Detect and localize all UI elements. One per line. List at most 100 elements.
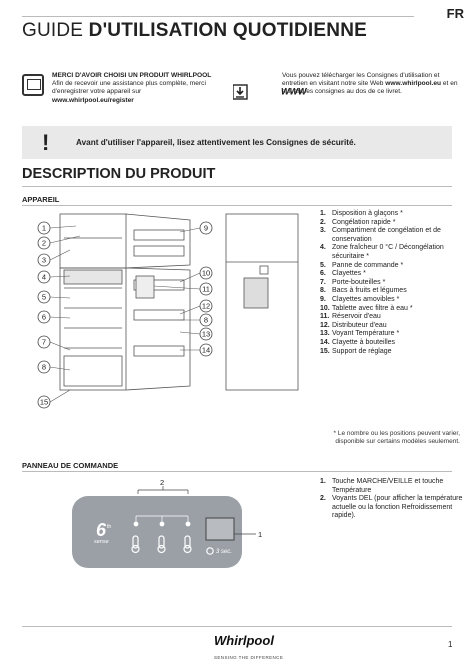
- callout-8-left: 8: [37, 360, 51, 374]
- svg-text:15: 15: [40, 398, 48, 407]
- svg-text:8: 8: [42, 363, 46, 372]
- item-number: 7.: [320, 278, 326, 286]
- control-panel-illustration: 6 th sense 3 sec. 2 1: [72, 478, 262, 568]
- appliance-rule: [22, 205, 452, 206]
- panel-callout-2: 2: [160, 478, 164, 487]
- list-item: 9. Clayettes amovibles *: [320, 296, 470, 305]
- item-number: 10.: [320, 304, 330, 312]
- sixth-sense-word: sense: [94, 539, 109, 545]
- footer-rule: [22, 626, 452, 627]
- item-label: Bacs à fruits et légumes: [332, 287, 407, 295]
- item-label: Clayettes *: [332, 270, 366, 278]
- svg-text:1: 1: [42, 224, 46, 233]
- item-number: 15.: [320, 347, 330, 355]
- callout-15: 15: [37, 395, 51, 409]
- item-number: 11.: [320, 313, 330, 321]
- item-label: Support de réglage: [332, 347, 392, 355]
- item-number: 13.: [320, 330, 330, 338]
- item-label: Voyants DEL (pour afficher la températur…: [332, 495, 463, 520]
- sixth-sense-suffix: th: [107, 524, 111, 530]
- item-label: Panne de commande *: [332, 261, 404, 269]
- callout-5: 5: [37, 290, 51, 304]
- title-bold: D'UTILISATION QUOTIDIENNE: [88, 20, 367, 41]
- download-www-icon: WWW: [232, 84, 306, 100]
- download-link[interactable]: www.whirlpool.eu: [385, 80, 442, 88]
- item-number: 14.: [320, 338, 330, 346]
- callout-1: 1: [37, 221, 51, 235]
- control-panel-rule: [22, 471, 452, 472]
- item-number: 2.: [320, 218, 326, 226]
- item-label: Clayettes amovibles *: [332, 295, 400, 303]
- footnote: * Le nombre ou les positions peuvent var…: [333, 430, 460, 445]
- panel-callout-1: 1: [258, 530, 262, 539]
- svg-text:13: 13: [202, 330, 210, 339]
- item-number: 1.: [320, 478, 326, 485]
- callout-10: 10: [199, 266, 213, 280]
- list-item: 4.Zone fraîcheur 0 °C / Décongélation sé…: [320, 244, 470, 261]
- callout-6: 6: [37, 310, 51, 324]
- list-item: 10.Tablette avec filtre à eau *: [320, 305, 470, 314]
- control-panel-heading: PANNEAU DE COMMANDE: [22, 461, 119, 470]
- item-label: Compartiment de congélation et de conser…: [332, 227, 441, 243]
- list-item: 6. Clayettes *: [320, 270, 470, 279]
- item-number: 5.: [320, 261, 326, 269]
- svg-text:6: 6: [42, 313, 46, 322]
- monitor-icon: [22, 74, 44, 96]
- svg-text:9: 9: [204, 224, 208, 233]
- download-block: Vous pouvez télécharger les Consignes d'…: [282, 72, 462, 97]
- register-block: MERCI D'AVOIR CHOISI UN PRODUIT WHIRLPOO…: [52, 72, 227, 105]
- timer-label: 3 sec.: [216, 549, 232, 555]
- list-item: 1. Touche MARCHE/VEILLE et touche Tempéra…: [320, 478, 470, 495]
- callout-3: 3: [37, 253, 51, 267]
- svg-text:2: 2: [42, 239, 46, 248]
- callout-4: 4: [37, 270, 51, 284]
- control-panel-list: 1. Touche MARCHE/VEILLE et touche Tempéra…: [320, 478, 470, 521]
- list-item: 11.Réservoir d'eau: [320, 313, 470, 322]
- whirlpool-logo: Whirlpool: [214, 633, 274, 648]
- item-number: 12.: [320, 321, 330, 329]
- list-item: 14.Clayette à bouteilles: [320, 339, 470, 348]
- item-label: Tablette avec filtre à eau *: [332, 304, 413, 312]
- logo-tagline: SENSING THE DIFFERENCE: [214, 655, 284, 660]
- item-label: Disposition à glaçons *: [332, 210, 403, 217]
- item-label: Congélation rapide *: [332, 218, 396, 226]
- item-number: 9.: [320, 295, 326, 303]
- callout-13: 13: [199, 327, 213, 341]
- download-body1: Vous pouvez télécharger les Consignes d'…: [282, 72, 440, 88]
- item-number: 4.: [320, 244, 326, 252]
- header-rule: [22, 16, 414, 17]
- item-label: Voyant Température *: [332, 330, 400, 338]
- item-label: Distributeur d'eau: [332, 321, 387, 329]
- sixth-sense-number: 6: [96, 520, 107, 540]
- callout-2: 2: [37, 236, 51, 250]
- item-label: Réservoir d'eau: [332, 313, 381, 321]
- list-item: 7. Porte-bouteilles *: [320, 279, 470, 288]
- svg-text:12: 12: [202, 302, 210, 311]
- appliance-heading: APPAREIL: [22, 195, 60, 204]
- callout-8-right: 8: [199, 313, 213, 327]
- svg-text:14: 14: [202, 346, 210, 355]
- svg-text:11: 11: [202, 285, 210, 294]
- svg-text:5: 5: [42, 293, 46, 302]
- item-label: Porte-bouteilles *: [332, 278, 386, 286]
- warning-box: [22, 126, 452, 159]
- svg-text:8: 8: [204, 316, 208, 325]
- list-item: 1.Disposition à glaçons *: [320, 210, 470, 219]
- item-number: 6.: [320, 270, 326, 278]
- callout-14: 14: [199, 343, 213, 357]
- callout-7: 7: [37, 335, 51, 349]
- callout-11: 11: [199, 282, 213, 296]
- page-number: 1: [448, 640, 453, 649]
- item-number: 8.: [320, 287, 326, 295]
- list-item: 2.Voyants DEL (pour afficher la températ…: [320, 495, 470, 521]
- title-light: GUIDE: [22, 20, 89, 41]
- section-title: DESCRIPTION DU PRODUIT: [22, 166, 216, 182]
- svg-text:7: 7: [42, 338, 46, 347]
- list-item: 2. Congélation rapide *: [320, 219, 470, 228]
- fridge-illustration: 1 2 3 4 5 6 7 8 15 9 10 11 12 8 13 14: [37, 213, 299, 409]
- register-link[interactable]: www.whirlpool.eu/register: [52, 96, 134, 104]
- item-label: Touche MARCHE/VEILLE et touche Températu…: [332, 478, 444, 494]
- list-item: 15.Support de réglage: [320, 348, 470, 357]
- list-item: 12.Distributeur d'eau: [320, 322, 470, 331]
- svg-text:4: 4: [42, 273, 46, 282]
